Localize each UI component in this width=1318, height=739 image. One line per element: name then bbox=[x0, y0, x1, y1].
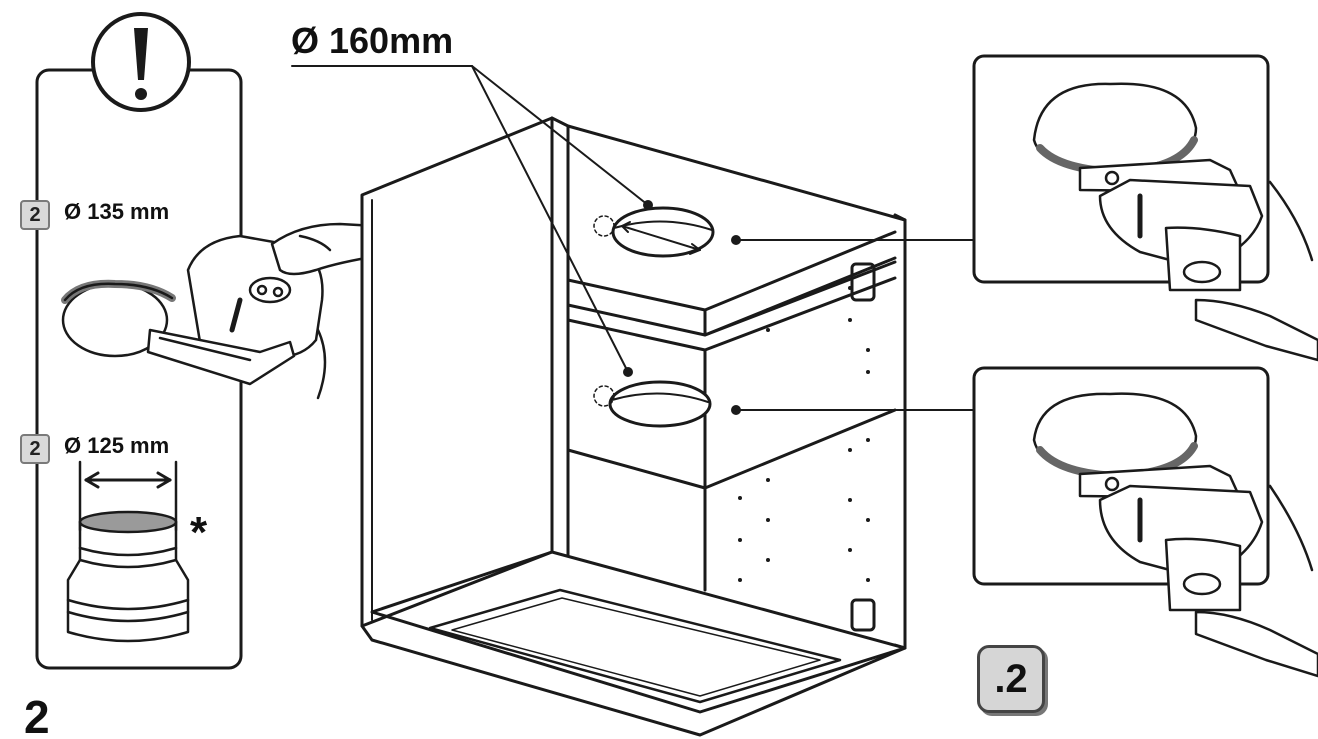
adapter-diameter-label: Ø 125 mm bbox=[64, 433, 170, 458]
quantity-badge-cut: 2 bbox=[20, 200, 50, 230]
warning-panel bbox=[35, 12, 243, 670]
jigsaw-cut-illustration-left bbox=[61, 222, 380, 400]
step-number: 2 bbox=[24, 691, 50, 739]
wall-cabinet bbox=[360, 116, 907, 737]
detail-panel-top bbox=[972, 54, 1318, 362]
quantity-badge-adapter: 2 bbox=[20, 434, 50, 464]
main-hole-diameter-label: Ø 160mm bbox=[291, 20, 454, 61]
exclamation-bar-icon bbox=[134, 28, 148, 80]
dimension-leader-lines bbox=[291, 65, 975, 415]
substep-badge: .2 bbox=[977, 645, 1045, 713]
adapter-ring-illustration bbox=[66, 460, 190, 643]
shelf-peg-holes bbox=[738, 286, 870, 582]
cut-diameter-label: Ø 135 mm bbox=[64, 199, 170, 224]
detail-panel-bottom bbox=[972, 366, 1318, 678]
footnote-asterisk: * bbox=[190, 508, 208, 557]
exclamation-dot-icon bbox=[135, 88, 147, 100]
